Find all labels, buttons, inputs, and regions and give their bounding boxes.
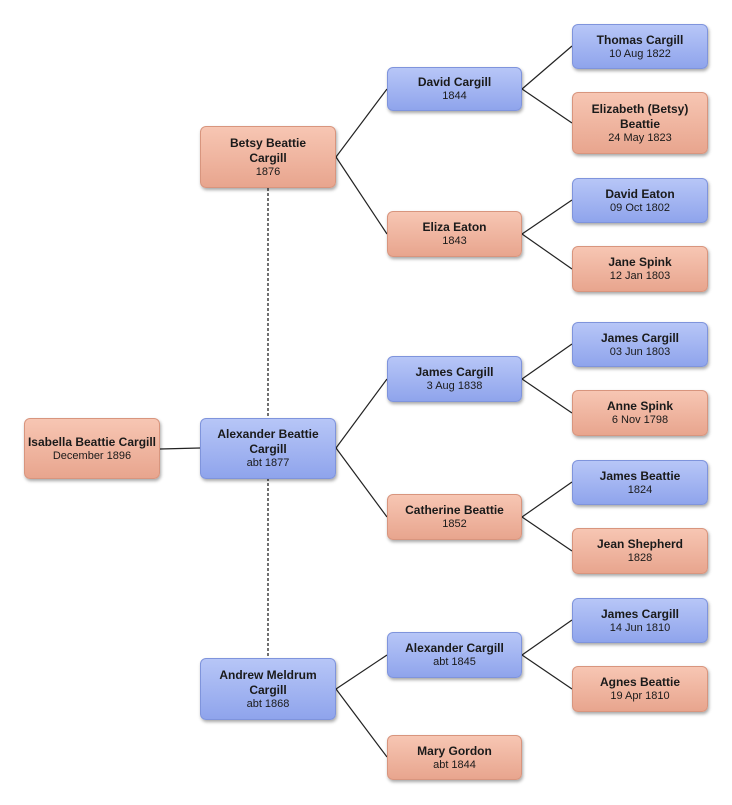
person-date: 19 Apr 1810 <box>610 690 670 702</box>
person-date: 03 Jun 1803 <box>609 345 671 358</box>
person-name: Eliza Eaton <box>422 220 487 234</box>
person-date: 6 Nov 1798 <box>611 414 669 426</box>
person-date: abt 1868 <box>246 697 290 710</box>
person-name: Alexander Cargill <box>405 641 504 655</box>
person-david-cargill[interactable]: David Cargill 1844 <box>387 67 522 111</box>
person-james-cargill-1810[interactable]: James Cargill 14 Jun 1810 <box>572 598 708 643</box>
person-isabella-beattie-cargill[interactable]: Isabella Beattie Cargill December 1896 <box>24 418 160 479</box>
person-agnes-beattie[interactable]: Agnes Beattie 19 Apr 1810 <box>572 666 708 712</box>
person-name: Jane Spink <box>608 255 672 269</box>
person-date: 1824 <box>627 483 653 496</box>
person-jane-spink[interactable]: Jane Spink 12 Jan 1803 <box>572 246 708 292</box>
person-name: James Cargill <box>415 365 494 379</box>
person-name: James Cargill <box>600 330 680 345</box>
person-name: Anne Spink <box>606 399 673 413</box>
person-date: 24 May 1823 <box>608 131 672 144</box>
person-betsy-beattie-cargill[interactable]: Betsy Beattie Cargill 1876 <box>200 126 336 188</box>
person-date: 1828 <box>627 552 653 564</box>
person-thomas-cargill[interactable]: Thomas Cargill 10 Aug 1822 <box>572 24 708 69</box>
person-anne-spink[interactable]: Anne Spink 6 Nov 1798 <box>572 390 708 436</box>
person-date: 1852 <box>442 518 467 530</box>
person-name: Jean Shepherd <box>596 537 684 551</box>
person-andrew-meldrum-cargill[interactable]: Andrew Meldrum Cargill abt 1868 <box>200 658 336 720</box>
person-date: 14 Jun 1810 <box>609 621 671 634</box>
person-date: 09 Oct 1802 <box>610 201 670 214</box>
person-name: Mary Gordon <box>417 743 492 758</box>
person-alexander-cargill[interactable]: Alexander Cargill abt 1845 <box>387 632 522 678</box>
person-name: Agnes Beattie <box>599 675 681 689</box>
person-date: December 1896 <box>52 449 132 462</box>
person-name: David Eaton <box>605 186 675 201</box>
person-elizabeth-betsy-beattie[interactable]: Elizabeth (Betsy) Beattie 24 May 1823 <box>572 92 708 154</box>
person-david-eaton[interactable]: David Eaton 09 Oct 1802 <box>572 178 708 223</box>
person-date: 1843 <box>442 235 467 247</box>
person-alexander-beattie-cargill[interactable]: Alexander Beattie Cargill abt 1877 <box>200 418 336 479</box>
person-date: 3 Aug 1838 <box>426 380 483 392</box>
person-james-cargill-1803[interactable]: James Cargill 03 Jun 1803 <box>572 322 708 367</box>
person-date: 1876 <box>255 165 281 178</box>
person-date: abt 1877 <box>246 457 290 469</box>
person-eliza-eaton[interactable]: Eliza Eaton 1843 <box>387 211 522 257</box>
person-name: James Beattie <box>599 468 681 483</box>
person-name: James Cargill <box>600 606 680 621</box>
person-name: Elizabeth (Betsy) Beattie <box>591 101 689 131</box>
person-name: Andrew Meldrum Cargill <box>219 667 317 697</box>
person-name: Alexander Beattie Cargill <box>217 427 319 456</box>
person-date: 10 Aug 1822 <box>609 47 671 60</box>
person-catherine-beattie[interactable]: Catherine Beattie 1852 <box>387 494 522 540</box>
person-name: Isabella Beattie Cargill <box>27 434 157 449</box>
person-name: Thomas Cargill <box>596 32 684 47</box>
person-james-cargill-1838[interactable]: James Cargill 3 Aug 1838 <box>387 356 522 402</box>
person-name: David Cargill <box>417 75 492 89</box>
person-james-beattie[interactable]: James Beattie 1824 <box>572 460 708 505</box>
person-name: Betsy Beattie Cargill <box>229 135 307 165</box>
person-date: abt 1844 <box>433 758 476 771</box>
person-date: 1844 <box>442 90 467 102</box>
person-date: abt 1845 <box>433 656 476 668</box>
person-mary-gordon[interactable]: Mary Gordon abt 1844 <box>387 735 522 780</box>
person-jean-shepherd[interactable]: Jean Shepherd 1828 <box>572 528 708 574</box>
person-date: 12 Jan 1803 <box>609 270 671 282</box>
person-name: Catherine Beattie <box>405 503 504 517</box>
